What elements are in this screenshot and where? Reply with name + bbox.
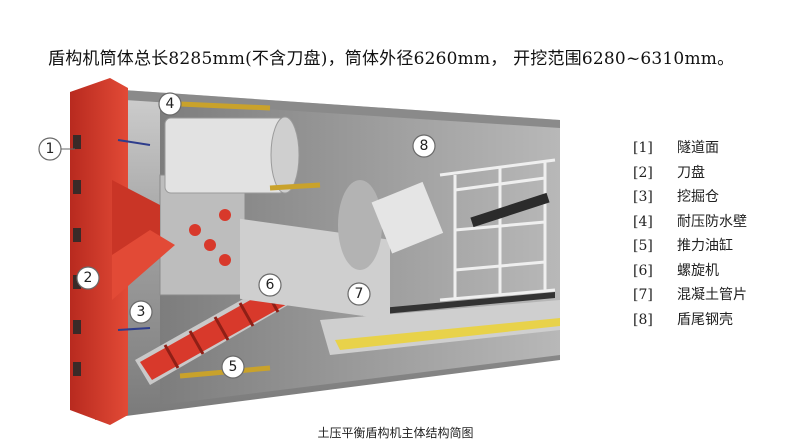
legend-item: [2] 刀盘 — [633, 164, 705, 181]
legend-item: [5] 推力油缸 — [633, 238, 733, 254]
callout-2: 2 — [76, 266, 100, 290]
legend-item: [8] 盾尾钢壳 — [633, 311, 733, 328]
svg-text:7: 7 — [355, 286, 364, 302]
legend-item: [1] 隧道面 — [633, 140, 719, 156]
svg-text:4: 4 — [166, 96, 175, 112]
backup-gantry — [439, 158, 556, 302]
legend-item: [6] 螺旋机 — [633, 262, 719, 279]
pressure-bulkhead-tank — [164, 116, 300, 194]
svg-text:8: 8 — [420, 138, 429, 154]
svg-text:1: 1 — [46, 141, 55, 157]
callout-3: 3 — [129, 300, 153, 324]
svg-text:2: 2 — [84, 270, 93, 286]
callout-8: 8 — [412, 134, 436, 158]
callout-7: 7 — [347, 282, 371, 306]
figure-caption: 土压平衡盾构机主体结构简图 — [317, 426, 474, 440]
callout-6: 6 — [258, 273, 282, 297]
cutterhead — [70, 78, 175, 425]
callout-1: 1 — [38, 137, 75, 161]
svg-text:6: 6 — [266, 277, 275, 293]
legend-item: [3] 挖掘仓 — [633, 189, 719, 205]
component-legend: [1] 隧道面 [2] 刀盘 [3] 挖掘仓 [4] 耐压防水壁 [5] 推力油… — [633, 136, 747, 332]
conveyor-belt — [470, 192, 550, 228]
legend-item: [7] 混凝土管片 — [633, 287, 747, 303]
svg-text:5: 5 — [229, 359, 238, 375]
segment-floor — [320, 292, 560, 355]
svg-text:3: 3 — [137, 304, 146, 320]
callout-5: 5 — [221, 355, 245, 379]
header-title: 盾构机筒体总长8285mm(不含刀盘)，筒体外径6260mm， 开挖范围6280… — [48, 49, 735, 69]
callout-4: 4 — [158, 92, 182, 116]
legend-item: [4] 耐压防水壁 — [633, 213, 747, 230]
